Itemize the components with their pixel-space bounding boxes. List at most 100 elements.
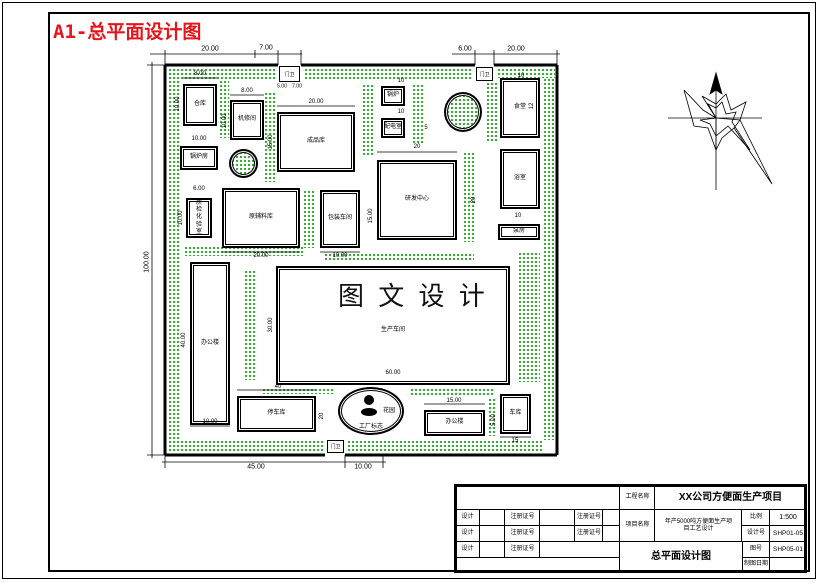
gate-south: 门卫 [327, 440, 344, 453]
dim-label: 10 [397, 109, 405, 115]
dim-label: 15.00 [268, 134, 274, 150]
dim-label: 8.00 [194, 71, 206, 77]
building-label: 包装车间 [327, 215, 352, 222]
dim-top-gate-right: 6.00 [458, 45, 472, 53]
tb-design-no: SHP01-05 [769, 525, 807, 543]
green-belt [518, 252, 540, 382]
tb-date-label: 制图日期 [741, 557, 771, 573]
building-bath: 浴室 [500, 149, 540, 209]
building-label: 浴室 [513, 175, 526, 182]
building-raw-store: 原辅料库 [222, 188, 300, 248]
tb-blank [602, 509, 621, 527]
tb-project: XX公司方便面生产项目 [654, 484, 807, 511]
dim-top-gate: 7.00 [259, 44, 273, 52]
green-belt [324, 253, 474, 262]
dim-label: 15 [511, 438, 519, 444]
green-belt [488, 398, 497, 436]
dim-gate-depth: 7.00 [292, 83, 302, 90]
dim-label: 40.00 [181, 332, 187, 348]
tb-blank [454, 484, 621, 511]
dim-left-total: 100.00 [143, 251, 151, 273]
green-belt [463, 152, 476, 242]
tb-date [769, 557, 807, 573]
dim-label: 10 [517, 73, 525, 79]
tb-blank [602, 525, 621, 543]
dim-label: 8.00 [241, 88, 253, 94]
green-belt [486, 82, 497, 142]
green-belt [362, 84, 373, 156]
building-label: 配电室 [384, 124, 403, 131]
green-belt [168, 68, 276, 80]
dim-bottom-left: 45.00 [247, 463, 265, 471]
dim-label: 15.00 [368, 208, 374, 224]
dim-top-right: 20.00 [507, 45, 525, 53]
building-label: 车库 [509, 410, 522, 417]
building-product-store: 成品库 [277, 112, 355, 172]
gate-north-west: 门卫 [279, 66, 300, 82]
gate-label: 门卫 [284, 71, 295, 78]
tb-role: 设计 [454, 541, 481, 559]
gate-north-east: 门卫 [476, 67, 493, 81]
tb-blank [479, 541, 506, 559]
building-qc-lab: 质检化验室 [186, 198, 212, 238]
building-label: 成品库 [306, 138, 325, 145]
tb-role: 设计 [454, 509, 481, 527]
dim-label: 6.00 [193, 186, 205, 192]
dim-label: 10.00 [222, 113, 228, 129]
dim-top-left: 20.00 [201, 45, 219, 53]
dim-label: 20 [413, 144, 421, 150]
building-label: 研发中心 [404, 196, 429, 203]
building-packing: 包装车间 [320, 190, 360, 248]
dim-label: 10.00 [191, 136, 207, 142]
building-office-2: 办公楼 [424, 410, 485, 436]
tb-project-label: 工程名称 [619, 484, 656, 511]
tb-blank [539, 525, 576, 543]
watermark: 图 文 设 计 [338, 282, 488, 312]
building-repair: 机修间 [230, 100, 264, 140]
dim-gate-width: 5.00 [277, 83, 287, 90]
tb-item: 年产5000吨方便面生产项目工艺设计 [654, 509, 743, 543]
green-belt [262, 388, 334, 394]
building-pump: 泵房 [498, 224, 540, 240]
building-workshop: 生产车间 [276, 266, 510, 385]
building-label: 停车库 [267, 410, 286, 417]
factory-logo-label: 工厂标志 [358, 424, 384, 430]
building-label: 泵房 [512, 228, 525, 235]
tb-scale-label: 比例 [741, 509, 771, 527]
building-power: 配电室 [381, 118, 405, 138]
green-belt [410, 388, 495, 396]
building-label: 办公楼 [445, 419, 464, 426]
tb-role: 设计 [454, 525, 481, 543]
green-belt [412, 84, 423, 144]
dim-label: 40 [274, 384, 282, 390]
gate-label: 门卫 [330, 444, 341, 450]
building-label: 锅炉房 [189, 154, 208, 161]
drawing-border [48, 12, 810, 572]
building-label: 质检化验室 [195, 200, 202, 235]
building-canteen: 食堂 [500, 78, 540, 138]
green-belt [497, 68, 555, 78]
dim-label: 10.00 [178, 210, 184, 226]
green-belt [303, 190, 316, 248]
north-arrow-compass [668, 71, 773, 190]
dim-bottom-gate: 10.00 [354, 463, 372, 471]
water-tower [444, 92, 482, 132]
green-belt [347, 440, 543, 452]
building-office: 办公楼 [190, 262, 230, 425]
green-belt [184, 246, 304, 256]
tb-blank [479, 509, 506, 527]
dim-label: 10 [514, 213, 522, 219]
tb-blank [479, 525, 506, 543]
building-boiler-room: 锅炉房 [180, 146, 218, 170]
dim-label: 15.00 [446, 398, 462, 404]
tb-cert-2: 注册证号 [574, 525, 604, 543]
tb-cert: 注册证号 [504, 525, 541, 543]
garden-label: 花园 [382, 408, 396, 414]
tb-blank [539, 541, 621, 559]
building-boiler: 锅炉 [381, 86, 405, 106]
dim-label: 20.00 [253, 253, 269, 259]
building-label: 生产车间 [380, 326, 405, 333]
dim-label: 5.00 [491, 414, 497, 426]
